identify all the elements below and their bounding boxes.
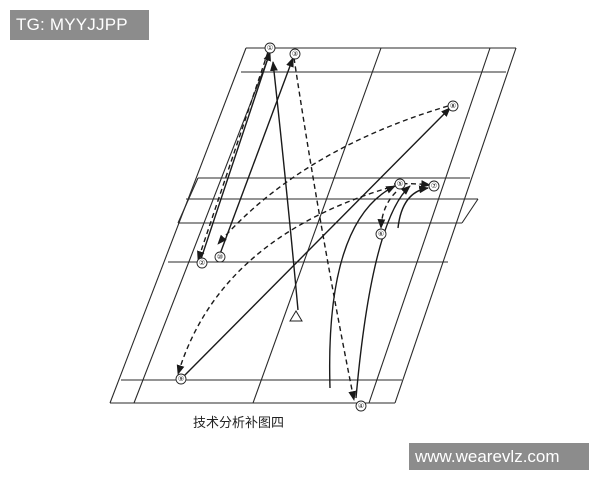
svg-text:⑦: ⑦ [431,182,437,190]
marker-6: ⑥ [375,228,387,240]
tg-watermark: TG: MYYJJPP [10,10,149,40]
marker-2: ② [196,257,208,269]
shot-line-to-7 [397,185,429,229]
svg-text:①: ① [267,44,273,52]
shot-line-5-to-9 [176,184,399,375]
shot-line-9-to-8 [183,107,451,377]
svg-text:⑧: ⑧ [450,102,456,110]
shot-line-4-to-5b [355,185,411,399]
marker-7: ⑦ [428,180,440,192]
svg-text:④: ④ [358,402,364,410]
marker-1: ① [264,42,276,54]
shot-trajectories [176,51,451,401]
marker-4: ④ [355,400,367,412]
shot-line-1-to-2 [197,51,269,261]
marker-3: ③ [289,48,301,60]
svg-text:②: ② [199,259,205,267]
shot-line-10-to-3 [219,57,294,255]
shot-line-8-to-10 [217,105,449,245]
svg-text:⑤: ⑤ [397,180,403,188]
site-watermark: www.wearevlz.com [409,443,589,470]
svg-text:⑩: ⑩ [217,253,223,261]
diagram-caption: 技术分析补图四 [193,416,284,431]
svg-text:⑥: ⑥ [378,230,384,238]
svg-text:⑨: ⑨ [178,375,184,383]
court-lines [109,47,517,404]
shot-line-5-to-6 [377,191,397,229]
player-triangle-icon [289,310,303,322]
shot-line-2-to-1 [199,51,271,263]
shot-line-triangle-to-1 [270,61,299,311]
shot-line-3-to-4 [293,57,357,401]
marker-10: ⑩ [214,251,226,263]
marker-9: ⑨ [175,373,187,385]
shot-line-4-to-5 [328,185,396,389]
marker-8: ⑧ [447,100,459,112]
svg-text:③: ③ [292,50,298,58]
marker-5: ⑤ [394,178,406,190]
